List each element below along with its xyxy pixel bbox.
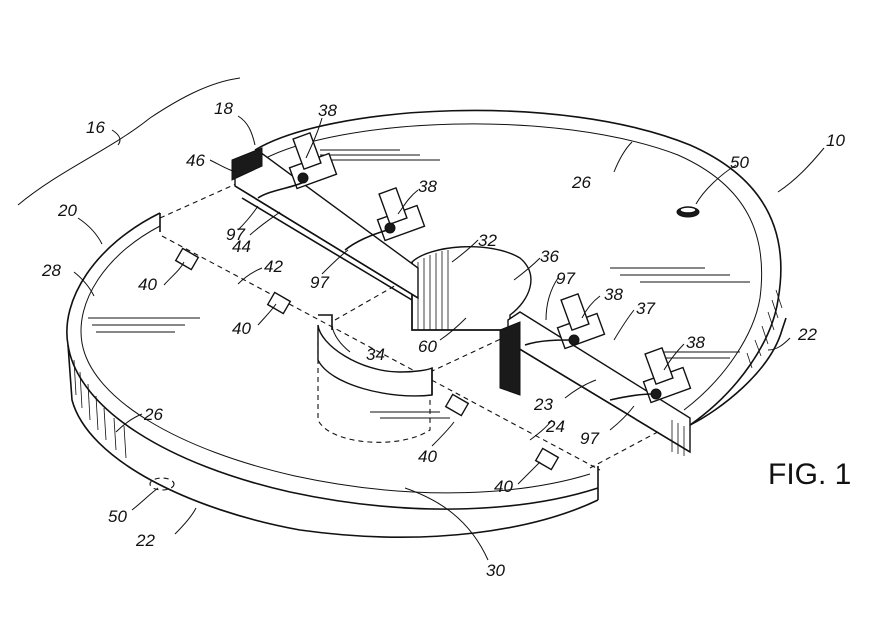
label-97-c: 97 xyxy=(556,269,575,288)
leader-lines xyxy=(17,77,825,561)
label-50-top: 50 xyxy=(730,153,749,172)
label-40-d: 40 xyxy=(494,477,513,496)
label-97-d: 97 xyxy=(580,429,599,448)
label-34: 34 xyxy=(366,345,385,364)
label-44: 44 xyxy=(232,237,251,256)
right-half-disc xyxy=(254,109,787,426)
label-97-a: 97 xyxy=(226,225,245,244)
label-23: 23 xyxy=(533,395,553,414)
label-30: 30 xyxy=(486,561,505,580)
label-22-bottom: 22 xyxy=(135,531,155,550)
label-24: 24 xyxy=(545,417,565,436)
label-40-a: 40 xyxy=(138,275,157,294)
label-60: 60 xyxy=(418,337,437,356)
label-16: 16 xyxy=(86,118,105,137)
label-40-c: 40 xyxy=(418,447,437,466)
label-38-c: 38 xyxy=(604,285,623,304)
label-10: 10 xyxy=(826,131,845,150)
label-38-a: 38 xyxy=(318,101,337,120)
label-38-d: 38 xyxy=(686,333,705,352)
back-bracket-rail xyxy=(231,131,426,301)
label-18: 18 xyxy=(214,99,233,118)
label-26-top: 26 xyxy=(571,173,591,192)
left-half-disc xyxy=(66,212,599,538)
label-46: 46 xyxy=(186,151,205,170)
label-97-b: 97 xyxy=(310,273,329,292)
reference-labels: 10 16 18 20 22 22 23 24 26 26 28 30 32 3… xyxy=(41,99,851,580)
label-20: 20 xyxy=(57,201,77,220)
label-28: 28 xyxy=(41,261,61,280)
label-32: 32 xyxy=(478,231,497,250)
figure-title: FIG. 1 xyxy=(768,458,851,491)
label-40-b: 40 xyxy=(232,319,251,338)
clips-40 xyxy=(174,247,560,471)
label-26-left: 26 xyxy=(143,405,163,424)
front-bracket-rail xyxy=(499,292,692,456)
label-36: 36 xyxy=(540,247,559,266)
label-22-right: 22 xyxy=(797,325,817,344)
latch-back-1 xyxy=(288,131,338,190)
label-50-bottom: 50 xyxy=(108,507,127,526)
label-42: 42 xyxy=(264,257,283,276)
label-37: 37 xyxy=(636,299,655,318)
center-half-cylinders xyxy=(317,245,532,397)
label-38-b: 38 xyxy=(418,177,437,196)
